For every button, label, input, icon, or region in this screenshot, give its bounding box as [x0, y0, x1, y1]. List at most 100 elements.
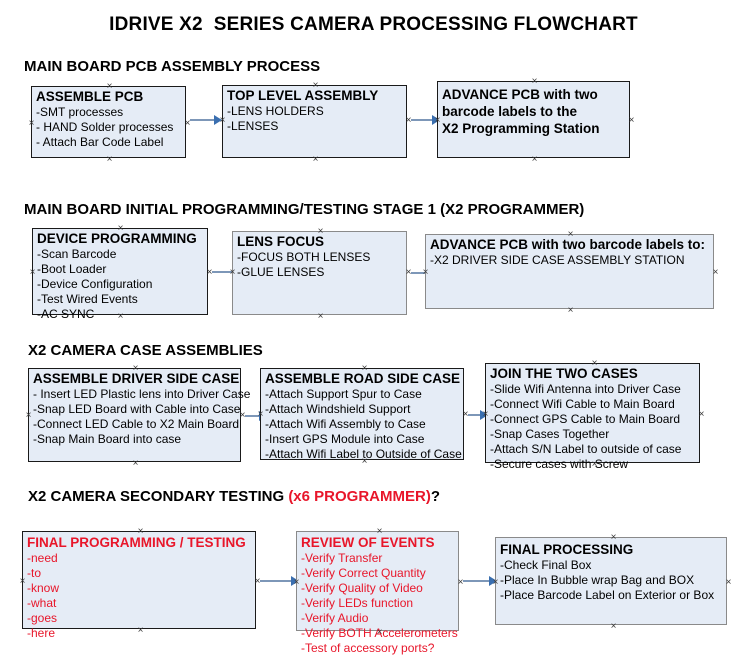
- connection-handle-top[interactable]: ×: [610, 532, 617, 543]
- connection-handle-bottom[interactable]: ×: [610, 621, 617, 632]
- connection-handle-bottom[interactable]: ×: [376, 627, 383, 638]
- box-line: -AC SYNC: [37, 307, 95, 321]
- section-heading-4-accent: (x6 PROGRAMMER): [288, 488, 431, 505]
- box-line: -Connect LED Cable to X2 Main Board: [33, 417, 240, 431]
- box-line: barcode labels to the: [442, 104, 578, 119]
- box-line-overflow: -Test of accessory ports?: [301, 641, 435, 655]
- connection-handle-left[interactable]: ×: [229, 267, 236, 278]
- connection-handle-top[interactable]: ×: [591, 358, 598, 369]
- box-lens-focus[interactable]: LENS FOCUS -FOCUS BOTH LENSES -GLUE LENS…: [230, 227, 412, 322]
- box-line: -Snap Cases Together: [490, 427, 610, 441]
- connection-handle-right[interactable]: ×: [628, 115, 635, 126]
- connection-handle-bottom[interactable]: ×: [117, 311, 124, 322]
- box-join-the-two-cases[interactable]: JOIN THE TWO CASES -Slide Wifi Antenna i…: [483, 359, 705, 472]
- connector-1-2: [411, 119, 434, 121]
- connection-handle-bottom[interactable]: ×: [137, 625, 144, 636]
- connection-handle-top[interactable]: ×: [531, 76, 538, 87]
- box-review-of-events[interactable]: REVIEW OF EVENTS -Verify Transfer -Verif…: [294, 527, 464, 656]
- section-heading-2: MAIN BOARD INITIAL PROGRAMMING/TESTING S…: [24, 201, 584, 218]
- box-line: -Attach Support Spur to Case: [265, 387, 422, 401]
- connection-handle-left[interactable]: ×: [422, 267, 429, 278]
- connection-handle-left[interactable]: ×: [219, 115, 226, 126]
- connector-2-1: [212, 271, 234, 273]
- box-line: -Verify Audio: [301, 611, 369, 625]
- connection-handle-right[interactable]: ×: [457, 577, 464, 588]
- connection-handle-bottom[interactable]: ×: [531, 154, 538, 165]
- connection-handle-bottom[interactable]: ×: [591, 459, 598, 470]
- connection-handle-bottom[interactable]: ×: [132, 458, 139, 469]
- section-heading-1-text: MAIN BOARD PCB ASSEMBLY PROCESS: [24, 58, 321, 75]
- connection-handle-left[interactable]: ×: [492, 577, 499, 588]
- box-title: ASSEMBLE PCB: [36, 89, 144, 104]
- connection-handle-right[interactable]: ×: [725, 577, 732, 588]
- box-title: FINAL PROGRAMMING / TESTING: [27, 535, 246, 550]
- connector-arrow-1-2: [432, 115, 440, 125]
- box-line: -Check Final Box: [500, 558, 592, 572]
- connection-handle-right[interactable]: ×: [239, 410, 246, 421]
- section-heading-2-text: MAIN BOARD INITIAL PROGRAMMING/TESTING S…: [24, 201, 585, 218]
- box-assemble-driver-side-case[interactable]: ASSEMBLE DRIVER SIDE CASE - Insert LED P…: [26, 364, 251, 469]
- connection-handle-top[interactable]: ×: [132, 363, 139, 374]
- box-line: -Verify BOTH Accelerometers: [301, 626, 458, 640]
- box-device-programming[interactable]: DEVICE PROGRAMMING -Scan Barcode -Boot L…: [30, 224, 213, 322]
- connection-handle-bottom[interactable]: ×: [106, 154, 113, 165]
- connection-handle-top[interactable]: ×: [361, 363, 368, 374]
- connector-arrow-4-1: [291, 576, 299, 586]
- section-heading-3: X2 CAMERA CASE ASSEMBLIES: [28, 342, 263, 359]
- box-line: -FOCUS BOTH LENSES: [237, 250, 371, 264]
- box-advance-pcb-driver-side-case[interactable]: ADVANCE PCB with two barcode labels to: …: [423, 230, 719, 316]
- connection-handle-left[interactable]: ×: [28, 118, 35, 129]
- box-line: X2 Programming Station: [442, 121, 600, 136]
- connection-handle-right[interactable]: ×: [462, 409, 469, 420]
- box-assemble-road-side-case[interactable]: ASSEMBLE ROAD SIDE CASE -Attach Support …: [258, 364, 469, 467]
- connection-handle-left[interactable]: ×: [19, 576, 26, 587]
- connector-1-1: [190, 119, 215, 121]
- connection-handle-left[interactable]: ×: [293, 577, 300, 588]
- connection-handle-left[interactable]: ×: [434, 115, 441, 126]
- box-line: -Secure cases with Screw: [490, 457, 629, 471]
- connection-handle-top[interactable]: ×: [567, 229, 574, 240]
- connection-handle-top[interactable]: ×: [312, 80, 319, 91]
- box-title: JOIN THE TWO CASES: [490, 366, 638, 381]
- box-advance-pcb-programming-station[interactable]: ADVANCE PCB with two barcode labels to t…: [435, 77, 635, 165]
- section-heading-3-text: X2 CAMERA CASE ASSEMBLIES: [28, 342, 263, 359]
- connection-handle-right[interactable]: ×: [698, 409, 705, 420]
- connection-handle-left[interactable]: ×: [257, 409, 264, 420]
- box-line: -know: [27, 581, 60, 595]
- connection-handle-top[interactable]: ×: [376, 526, 383, 537]
- box-line: -Slide Wifi Antenna into Driver Case: [490, 382, 681, 396]
- connection-handle-left[interactable]: ×: [29, 267, 36, 278]
- connection-handle-top[interactable]: ×: [117, 223, 124, 234]
- connection-handle-bottom[interactable]: ×: [567, 305, 574, 316]
- box-line: -Attach Windshield Support: [265, 402, 411, 416]
- connection-handle-bottom[interactable]: ×: [312, 154, 319, 165]
- connection-handle-right[interactable]: ×: [712, 267, 719, 278]
- box-line: -Test Wired Events: [37, 292, 138, 306]
- box-line: -Verify Transfer: [301, 551, 383, 565]
- box-line: - HAND Solder processes: [36, 120, 174, 134]
- box-line: -Snap Main Board into case: [33, 432, 182, 446]
- connection-handle-top[interactable]: ×: [106, 81, 113, 92]
- connection-handle-right[interactable]: ×: [405, 267, 412, 278]
- box-line: -goes: [27, 611, 58, 625]
- box-title: TOP LEVEL ASSEMBLY: [227, 88, 379, 103]
- connection-handle-bottom[interactable]: ×: [361, 456, 368, 467]
- connection-handle-bottom[interactable]: ×: [317, 311, 324, 322]
- connection-handle-right[interactable]: ×: [254, 576, 261, 587]
- connection-handle-right[interactable]: ×: [206, 267, 213, 278]
- box-final-programming-testing[interactable]: FINAL PROGRAMMING / TESTING -need -to -k…: [20, 527, 261, 641]
- section-heading-4-tail: ?: [430, 488, 440, 505]
- box-final-processing[interactable]: FINAL PROCESSING -Check Final Box -Place…: [493, 533, 732, 632]
- connection-handle-left[interactable]: ×: [482, 409, 489, 420]
- connection-handle-top[interactable]: ×: [137, 526, 144, 537]
- connection-handle-left[interactable]: ×: [25, 410, 32, 421]
- connection-handle-right[interactable]: ×: [405, 115, 412, 126]
- box-assemble-pcb[interactable]: ASSEMBLE PCB -SMT processes - HAND Solde…: [29, 82, 191, 165]
- connection-handle-top[interactable]: ×: [317, 226, 324, 237]
- connection-handle-right[interactable]: ×: [184, 118, 191, 129]
- section-heading-4: X2 CAMERA SECONDARY TESTING (x6 PROGRAMM…: [28, 488, 440, 505]
- box-line: -Place Barcode Label on Exterior or Box: [500, 588, 715, 602]
- box-line: -here: [27, 626, 56, 640]
- box-top-level-assembly[interactable]: TOP LEVEL ASSEMBLY -LENS HOLDERS -LENSES…: [220, 81, 412, 165]
- connector-4-1: [260, 580, 293, 582]
